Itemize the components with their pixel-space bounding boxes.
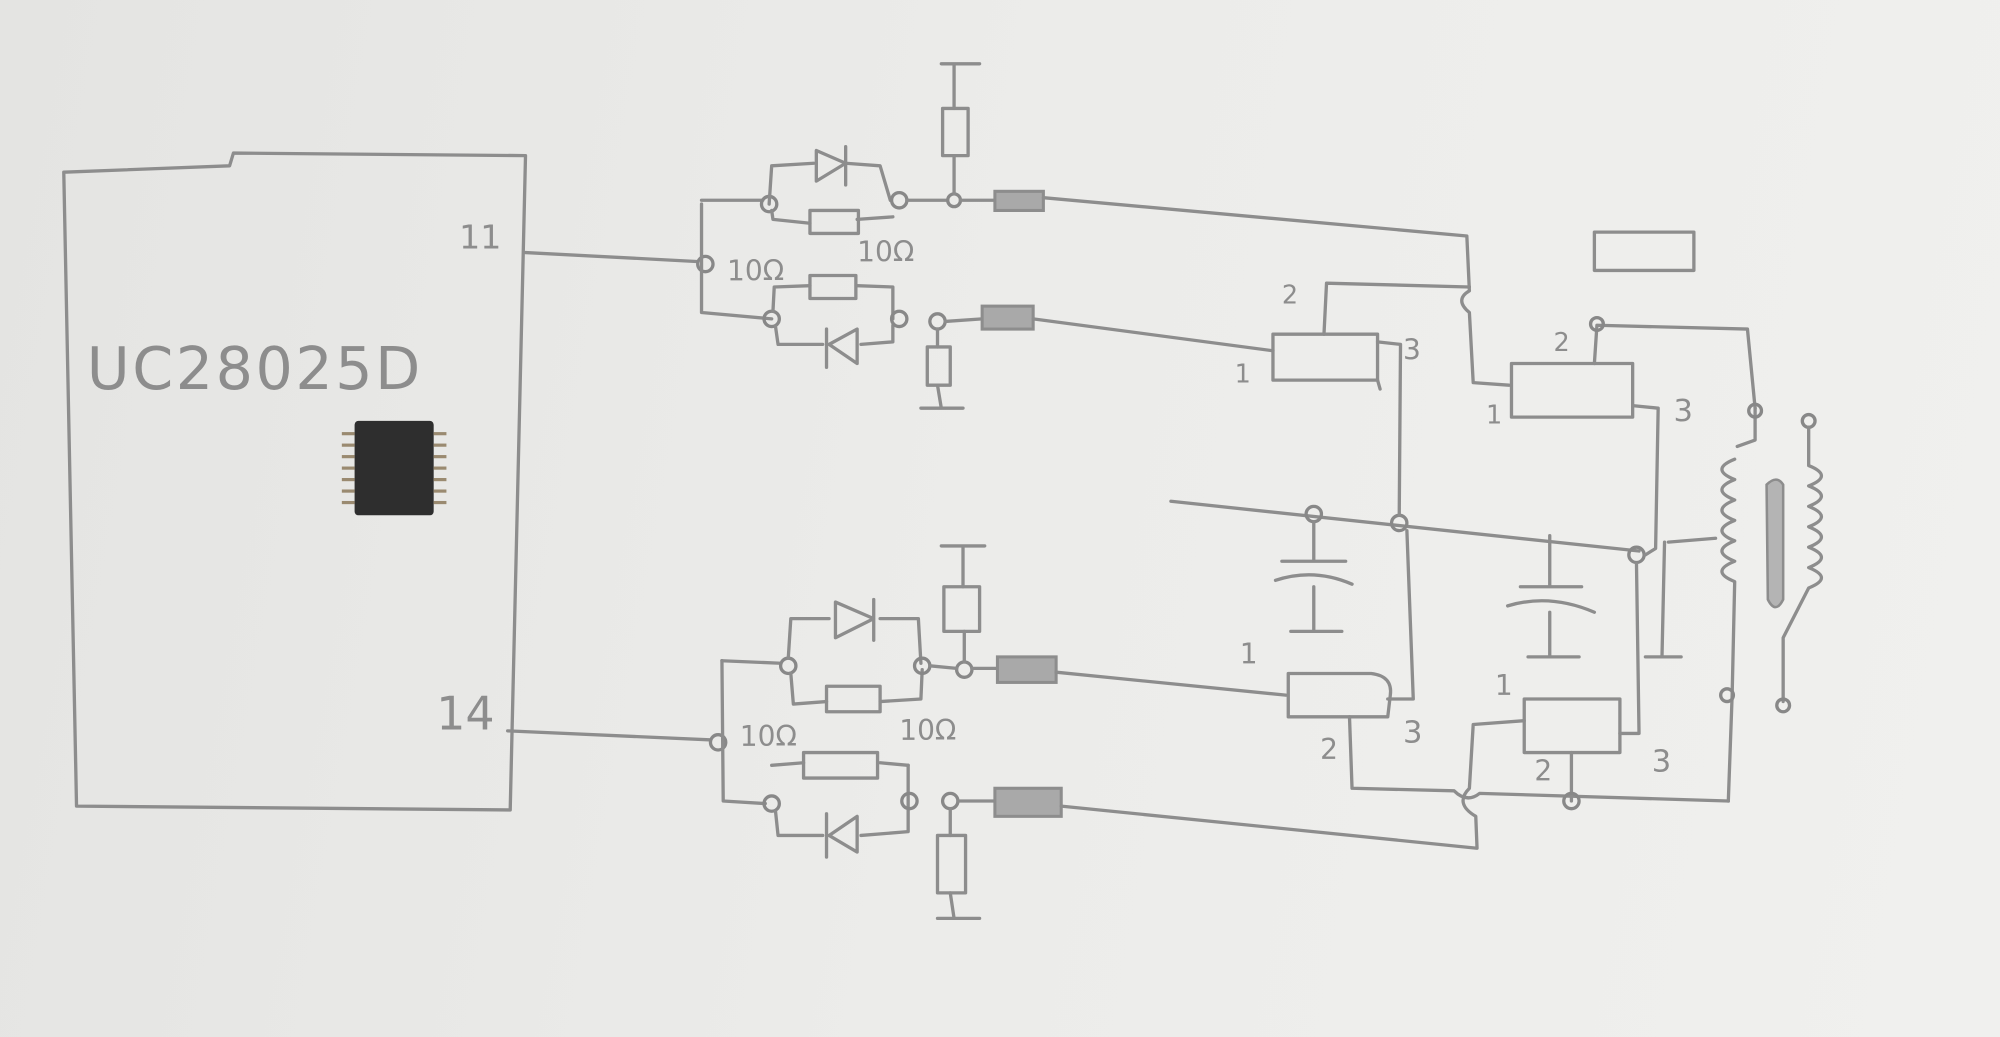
resistor-icon [808,273,858,301]
resistor-value-label: 10Ω [899,714,956,747]
pin-number-label: 2 [1282,281,1298,311]
pin-number-label: 2 [1320,733,1338,766]
mosfet-top-left: 2 1 3 [1235,281,1472,517]
resistor-icon [801,750,880,780]
pull-resistor-icon [925,345,952,387]
capacitor-icon [1273,520,1354,634]
diode-icon [824,812,859,859]
resistor-icon [824,684,882,714]
mosfet-bottom-left: 1 2 3 [1240,528,1730,803]
pin-number-label: 1 [1495,669,1513,702]
ferrite-bead-icon [995,655,1058,684]
ic-package-photo [341,420,447,516]
gate-driver-bottom: 10Ω 10Ω [505,544,1526,921]
power-stage: 2 1 3 2 1 3 1 2 3 1 2 3 [1169,230,1824,811]
pin-number-label: 2 [1534,755,1552,788]
pin-number-label: 1 [1235,360,1251,390]
capacitor-icon [1505,534,1597,659]
pin-number-label: 3 [1403,715,1422,750]
ferrite-bead-icon [993,786,1063,818]
pin-14-label: 14 [436,687,494,741]
pin-number-label: 3 [1403,334,1421,367]
pin-number-label: 1 [1240,637,1258,670]
pin-number-label: 1 [1486,400,1502,430]
resistor-value-label: 10Ω [740,720,797,753]
pull-resistor-icon [942,585,982,634]
pin-number-label: 3 [1652,745,1671,780]
pin-number-label: 3 [1673,394,1692,429]
pin-number-label: 2 [1554,328,1570,358]
resistor-value-label: 10Ω [727,255,784,288]
mosfet-bottom-right: 1 2 3 [1495,562,1671,811]
gate-driver-top: 10Ω 10Ω [523,62,1511,410]
chip-label: UC28025D [87,335,423,403]
blank-box [1592,230,1696,273]
transformer-icon [1643,402,1824,803]
mosfet-top-right: 2 1 3 [1486,315,1757,557]
ferrite-bead-icon [980,304,1035,331]
controller-chip: UC28025D 11 14 [62,151,528,812]
ferrite-bead-icon [993,189,1045,212]
pin-11-label: 11 [459,218,501,257]
diode-icon [824,327,859,370]
diode-icon [814,145,848,187]
resistor-value-label: 10Ω [857,235,914,268]
pull-resistor-icon [940,106,970,158]
diode-icon [833,597,876,642]
pull-resistor-icon [935,833,968,895]
resistor-icon [808,208,861,236]
